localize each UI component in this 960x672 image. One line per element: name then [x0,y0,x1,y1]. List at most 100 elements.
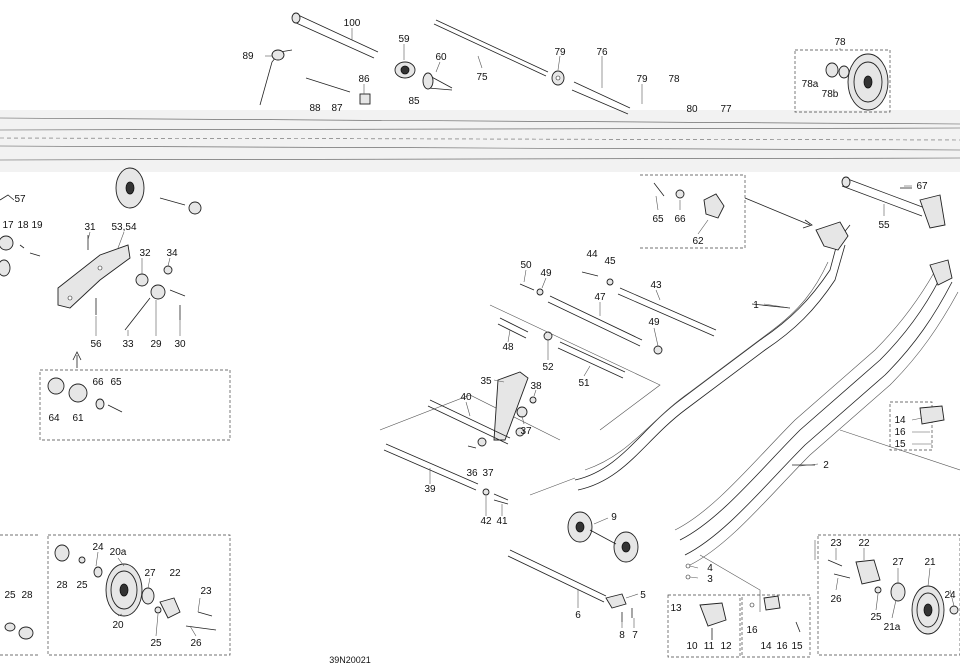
part-59 [394,61,416,79]
bolt-89 [259,49,293,106]
callout-33: 33 [122,339,134,350]
callout-75: 75 [476,72,488,83]
callout-13: 13 [670,603,682,614]
callout-53-54: 53,54 [111,222,136,233]
callout-16-mid: 16 [746,625,758,636]
callout-23-right: 23 [830,538,842,549]
callout-9: 9 [611,512,617,523]
part-57 [0,194,15,201]
callout-25-b: 25 [150,638,162,649]
callout-37-a: 37 [520,426,532,437]
callout-26-right: 26 [830,594,842,605]
box-14-16-15-right [889,401,945,451]
callout-43: 43 [650,280,662,291]
callout-42: 42 [480,516,492,527]
callout-21: 21 [924,557,936,568]
callout-22-right: 22 [858,538,870,549]
wheels-9 [567,511,639,563]
callout-25-right: 25 [870,612,882,623]
callout-60: 60 [435,52,447,63]
leader-lines [87,28,955,637]
box-65-66-62 [640,174,813,249]
parts-42-41 [482,488,509,505]
callout-89: 89 [242,51,254,62]
callout-76: 76 [596,47,608,58]
callout-56: 56 [90,339,102,350]
axles-43-47-50-49 [519,271,717,355]
callout-20a: 20a [110,547,127,558]
callout-27-right: 27 [892,557,904,568]
parts-32-34-33-29-30 [124,265,186,331]
callout-16-low: 16 [776,641,788,652]
shaft-75 [433,19,549,77]
callout-3: 3 [707,574,713,585]
arm-55-67 [841,176,946,229]
callout-65-right: 65 [652,214,664,225]
bracket-53-54 [57,235,131,315]
callout-12: 12 [720,641,732,652]
callout-32: 32 [139,248,151,259]
dashed-guides-middle [379,304,661,496]
callout-40: 40 [460,392,472,403]
callout-50: 50 [520,260,532,271]
callout-78b: 78b [822,89,839,100]
callout-20: 20 [112,620,124,631]
box-64-61-66-65 [39,351,231,441]
callout-52: 52 [542,362,554,373]
callout-27-left: 27 [144,568,156,579]
callout-14-right: 14 [894,415,906,426]
callout-11: 11 [704,641,715,652]
callout-17: 17 [2,220,14,231]
callout-48: 48 [502,342,514,353]
bolt-86-88-87 [305,77,371,105]
callout-44: 44 [586,249,598,260]
callout-78a: 78a [802,79,819,90]
callout-78-box: 78 [834,37,846,48]
callout-45: 45 [604,256,616,267]
callout-57: 57 [14,194,26,205]
shaft-76 [571,81,631,115]
callout-41: 41 [496,516,508,527]
callout-26-left: 26 [190,638,202,649]
arm-35-40-37-38-36 [427,371,537,449]
callout-8: 8 [619,630,625,641]
callout-25-a: 25 [76,580,88,591]
rail-1 [574,221,851,491]
callout-49-top: 49 [540,268,552,279]
callout-15-low: 15 [791,641,803,652]
callout-labels: 100 59 60 89 75 79 76 78 79 78 86 88 87 … [2,18,956,652]
callout-6: 6 [575,610,581,621]
callout-66-right: 66 [674,214,686,225]
figure-code: 39N20021 [329,655,371,665]
callout-65-left: 65 [110,377,122,388]
callout-24-right: 24 [944,590,956,601]
callout-28-left: 28 [56,580,68,591]
callout-88: 88 [309,103,321,114]
callout-19: 19 [31,220,43,231]
box-13-10-11-12 [667,594,741,658]
callout-24-left: 24 [92,542,104,553]
box-bottom-left [0,534,40,656]
callout-1: 1 [753,300,759,311]
callout-7: 7 [632,630,638,641]
wheel-left-upper [115,167,202,215]
axles-48-52-51 [497,317,626,379]
callout-10: 10 [686,641,698,652]
callout-77: 77 [720,104,732,115]
scan-artifact-band [0,110,960,172]
parts-17-18-19 [0,235,41,277]
callout-14-mid: 14 [760,641,772,652]
box-16-14-15 [741,594,811,658]
callout-37-b: 37 [482,468,494,479]
callout-59: 59 [398,34,410,45]
callout-39: 39 [424,484,436,495]
callout-23-left: 23 [200,586,212,597]
callout-31: 31 [84,222,96,233]
callout-85: 85 [408,96,420,107]
callout-80: 80 [686,104,698,115]
callout-87: 87 [331,103,343,114]
callout-55: 55 [878,220,890,231]
box-21-wheel [817,534,960,656]
callout-29: 29 [150,339,162,350]
